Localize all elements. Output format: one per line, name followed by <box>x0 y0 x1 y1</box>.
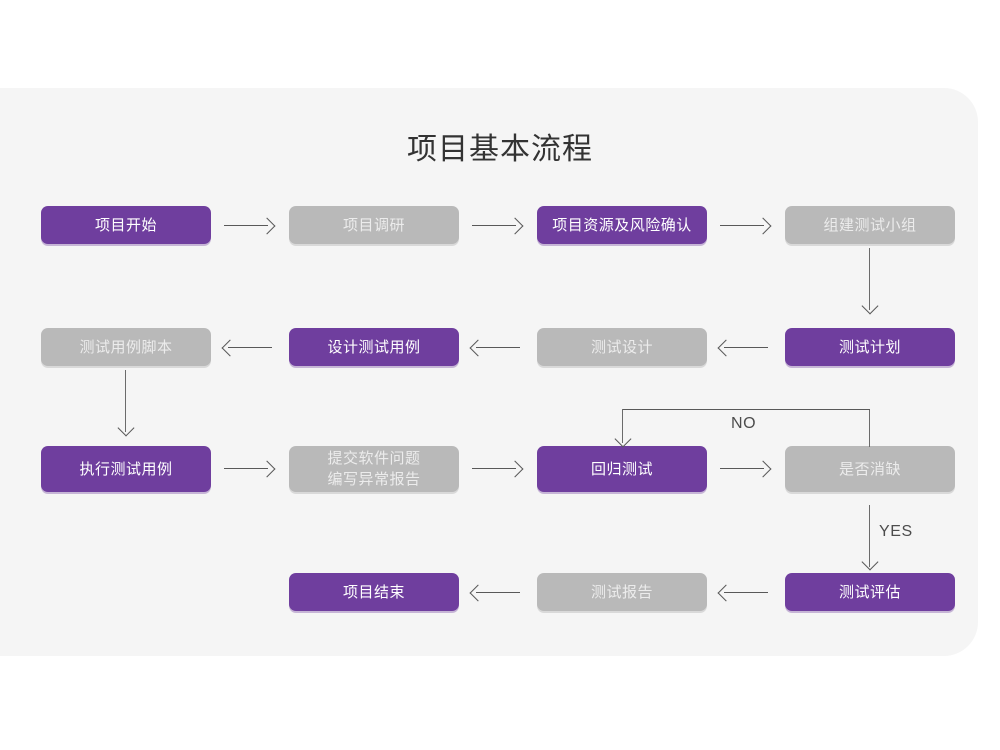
connector-yes-down <box>869 505 870 567</box>
connector-n3-n4 <box>720 225 764 226</box>
connector-n10-n11 <box>472 468 516 469</box>
connector-no-down <box>622 409 623 443</box>
connector-n13-n14 <box>724 592 768 593</box>
connector-n11-n12 <box>720 468 764 469</box>
diagram-panel <box>0 88 978 656</box>
node-form-test-team[interactable]: 组建测试小组 <box>785 206 955 244</box>
connector-no-across <box>622 409 870 410</box>
connector-n8-n9 <box>125 370 126 432</box>
edge-label-yes: YES <box>879 523 913 540</box>
node-project-start[interactable]: 项目开始 <box>41 206 211 244</box>
node-defect-cleared-decision[interactable]: 是否消缺 <box>785 446 955 492</box>
page-title: 项目基本流程 <box>407 133 593 166</box>
connector-n2-n3 <box>472 225 516 226</box>
connector-no-up <box>869 409 870 447</box>
connector-n1-n2 <box>224 225 268 226</box>
connector-n4-n5 <box>869 248 870 310</box>
node-design-test-cases[interactable]: 设计测试用例 <box>289 328 459 366</box>
node-project-end[interactable]: 项目结束 <box>289 573 459 611</box>
node-test-case-script[interactable]: 测试用例脚本 <box>41 328 211 366</box>
node-submit-defect-report[interactable]: 提交软件问题 编写异常报告 <box>289 446 459 492</box>
node-test-report[interactable]: 测试报告 <box>537 573 707 611</box>
connector-n14-n15 <box>476 592 520 593</box>
node-regression-test[interactable]: 回归测试 <box>537 446 707 492</box>
connector-n7-n8 <box>228 347 272 348</box>
connector-n5-n6 <box>724 347 768 348</box>
node-execute-test-cases[interactable]: 执行测试用例 <box>41 446 211 492</box>
edge-label-no: NO <box>731 415 757 432</box>
node-test-evaluation[interactable]: 测试评估 <box>785 573 955 611</box>
connector-n9-n10 <box>224 468 268 469</box>
node-resource-risk-confirm[interactable]: 项目资源及风险确认 <box>537 206 707 244</box>
connector-n6-n7 <box>476 347 520 348</box>
node-project-research[interactable]: 项目调研 <box>289 206 459 244</box>
node-test-design[interactable]: 测试设计 <box>537 328 707 366</box>
node-test-plan[interactable]: 测试计划 <box>785 328 955 366</box>
